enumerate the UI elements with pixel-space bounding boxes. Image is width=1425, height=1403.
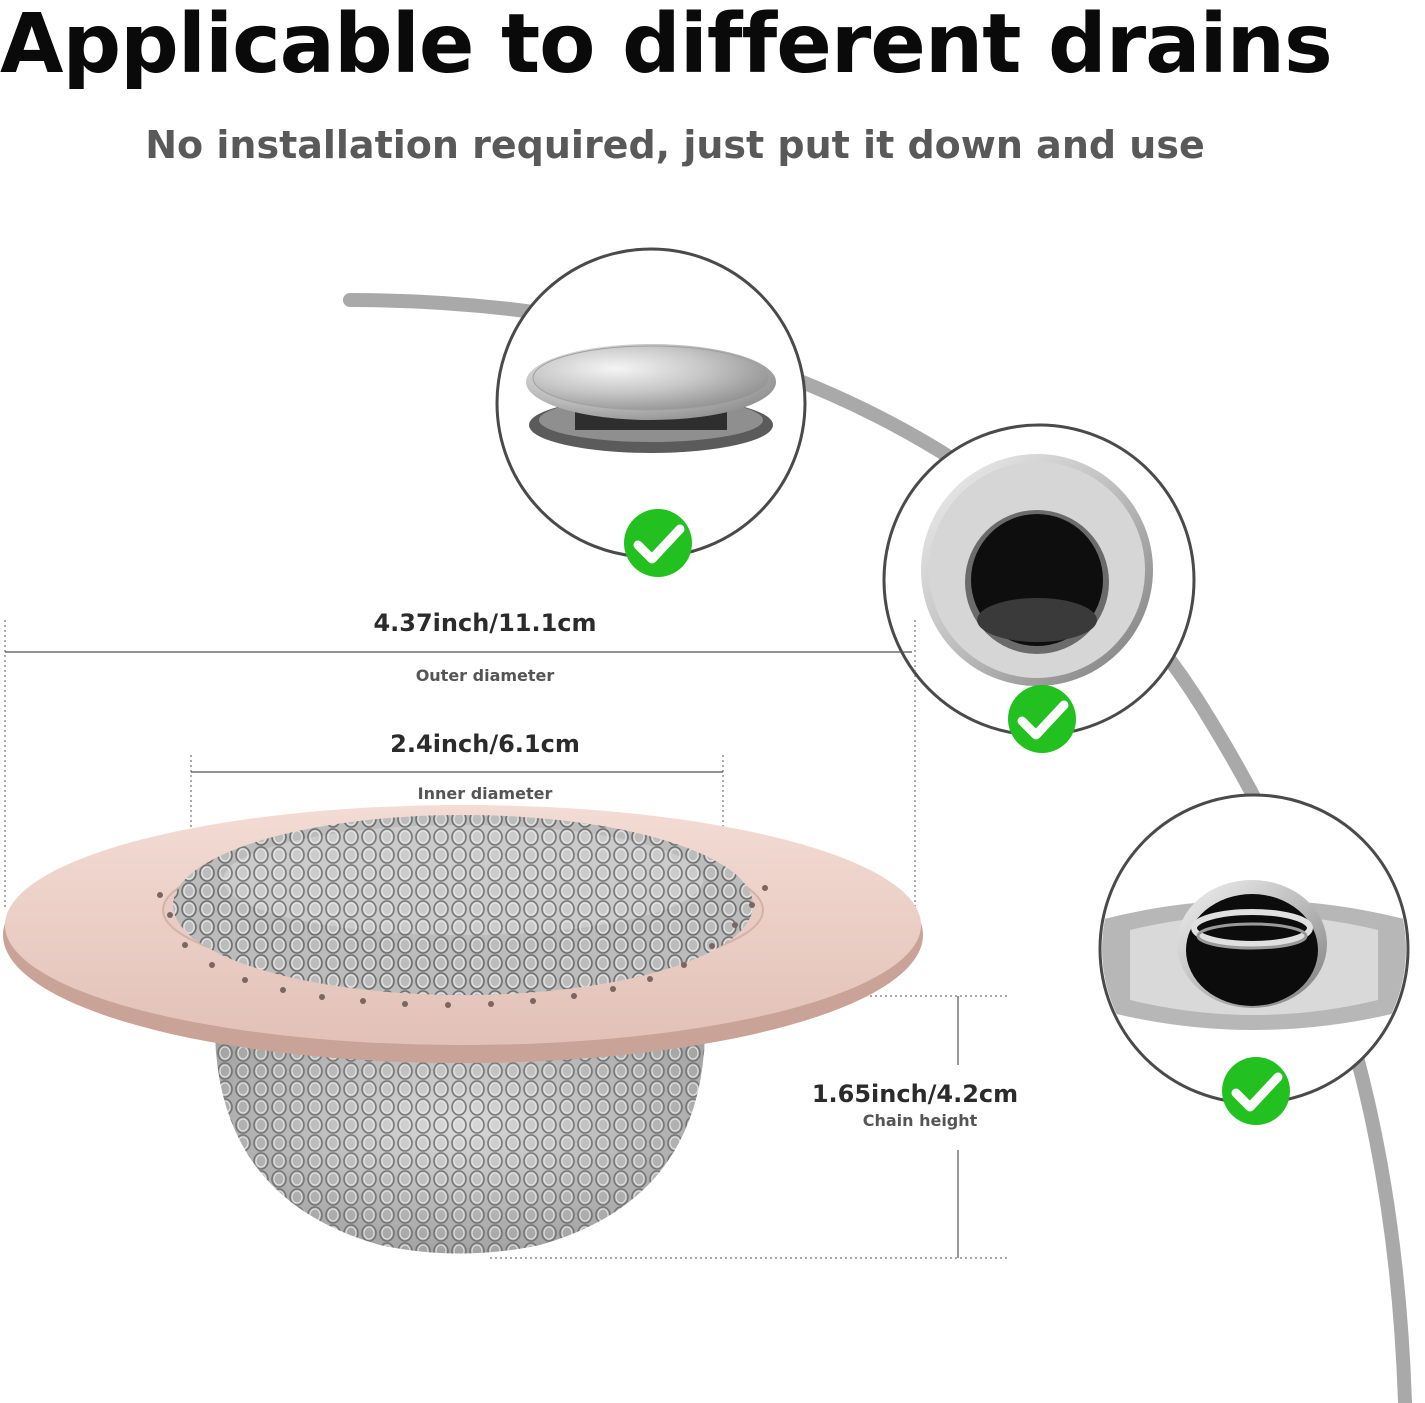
drain-circle-tub <box>1098 793 1410 1125</box>
flat-flange-drain-icon <box>921 454 1153 686</box>
drain-strainer-image <box>3 805 923 1254</box>
outer-diameter-label: Outer diameter <box>415 666 555 685</box>
page-title: Applicable to different drains <box>0 0 1333 92</box>
page-subtitle: No installation required, just put it do… <box>145 123 1205 167</box>
inner-diameter-value: 2.4inch/6.1cm <box>390 730 580 758</box>
pop-up-stopper-icon <box>526 344 776 453</box>
outer-diameter-guide <box>4 620 916 910</box>
chain-height-label: Chain height <box>862 1111 978 1130</box>
outer-diameter-value: 4.37inch/11.1cm <box>373 609 597 637</box>
height-guide <box>490 995 1010 1259</box>
inner-diameter-label: Inner diameter <box>417 784 553 803</box>
tub-drain-icon <box>1102 880 1406 1030</box>
check-icon <box>1222 1057 1290 1125</box>
drain-circle-flange <box>882 423 1196 753</box>
check-icon <box>1008 685 1076 753</box>
check-icon <box>624 509 692 577</box>
drain-circle-pop-up <box>495 247 807 577</box>
chain-height-value: 1.65inch/4.2cm <box>811 1080 1019 1108</box>
